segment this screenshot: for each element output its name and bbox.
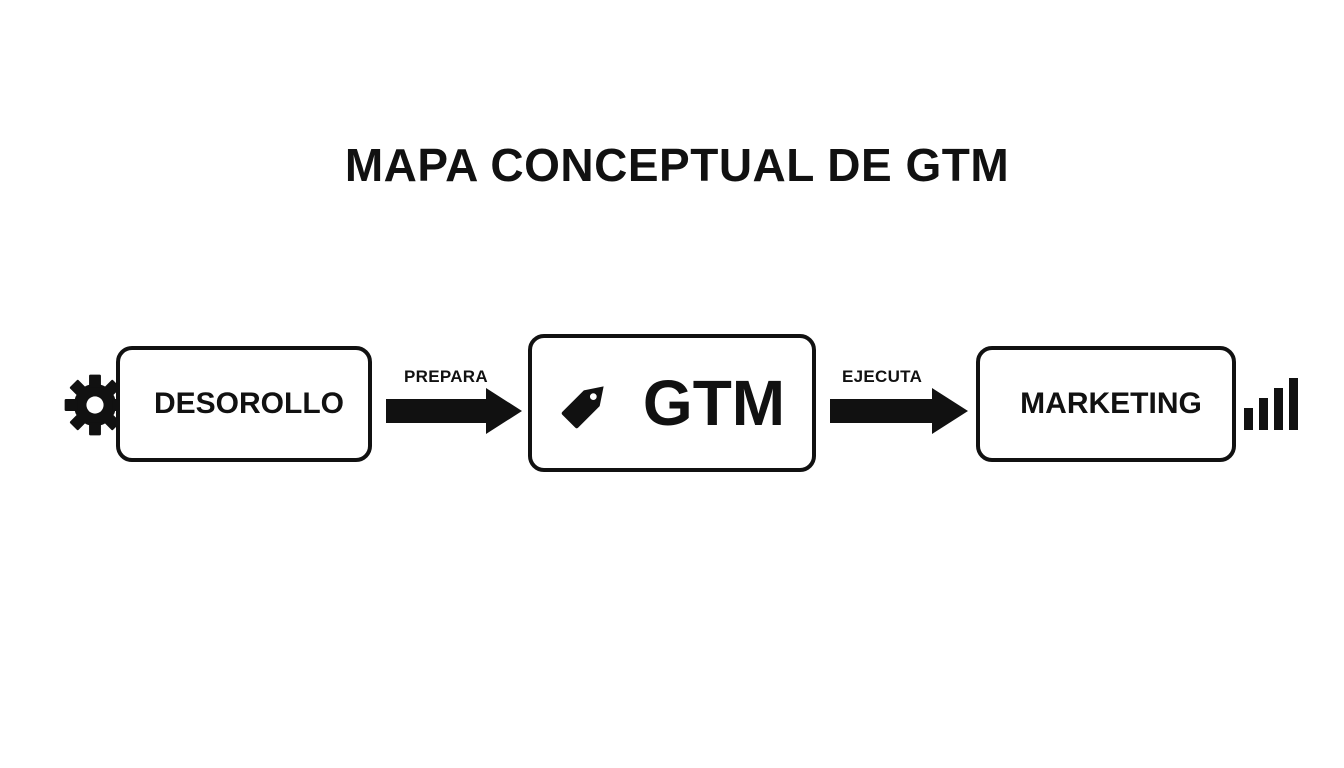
node-desarrollo-label: DESOROLLO: [153, 387, 344, 420]
diagram-title: MAPA CONCEPTUAL DE GTM: [344, 139, 1010, 191]
node-gtm: GTM: [528, 334, 816, 472]
node-marketing-label: MARKETING: [1020, 387, 1202, 420]
edge-label-prepara: PREPARA: [404, 367, 488, 386]
node-marketing: MARKETING: [976, 346, 1236, 462]
node-desarrollo: DESOROLLO: [116, 346, 372, 462]
node-gtm-label: GTM: [642, 367, 786, 439]
tag-icon: [561, 386, 604, 429]
gear-icon: [64, 374, 126, 436]
bar-chart-icon: [1244, 378, 1298, 430]
arrow-prepara: [386, 388, 522, 434]
edge-label-ejecuta: EJECUTA: [842, 367, 923, 386]
arrow-ejecuta: [830, 388, 968, 434]
